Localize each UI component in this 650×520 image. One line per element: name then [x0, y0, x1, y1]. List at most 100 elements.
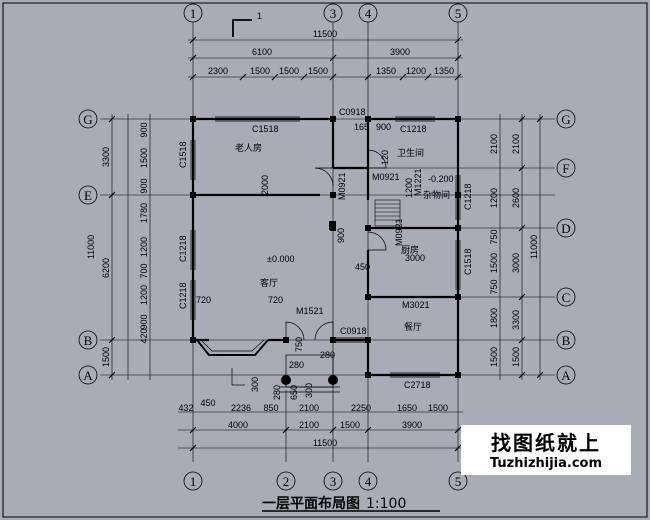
grid-lines [100, 22, 555, 462]
dim-right-750a: 750 [489, 229, 499, 244]
section-marker-label: 1 [257, 11, 262, 21]
dim-right-2600: 2600 [511, 188, 521, 208]
bottom-dimensions: 432 450 2236 850 2100 2250 1650 1500 400… [178, 398, 448, 448]
dim-720-right: 720 [268, 295, 283, 305]
bay-window-inner [200, 339, 265, 352]
axis-label-right-c: C [562, 290, 571, 305]
opening-c1218-right: C1218 [463, 183, 473, 210]
axis-label-top-5: 5 [455, 6, 462, 21]
opening-c1518-top: C1518 [252, 124, 279, 134]
axis-label-right-d: D [561, 221, 570, 236]
opening-c1518-right: C1518 [463, 248, 473, 275]
dim-top-1350a: 1350 [376, 66, 396, 76]
axis-label-left-a: A [83, 368, 93, 383]
opening-c0918-bottom: C0918 [340, 326, 367, 336]
drawing-scale: 1:100 [366, 496, 407, 512]
opening-m1221: M1221 [413, 168, 423, 196]
axis-label-right-g: G [561, 112, 570, 127]
doors [285, 149, 387, 341]
level-storage: -0.200 [428, 174, 454, 184]
dim-top-6100: 6100 [252, 47, 272, 57]
room-storage: 杂物间 [423, 189, 450, 201]
axis-label-left-e: E [84, 188, 92, 203]
watermark-chinese: 找图纸就上 [491, 431, 601, 455]
room-kitchen: 厨房 [401, 244, 419, 256]
watermark-badge: 找图纸就上 Tuzhizhijia.com [461, 425, 631, 475]
axis-label-bottom-3: 3 [330, 474, 337, 489]
dim-top-1500c: 1500 [308, 66, 328, 76]
dim-bot-1650: 1650 [397, 403, 417, 413]
dim-280-b: 280 [272, 385, 282, 400]
axis-label-top-3: 3 [330, 6, 337, 21]
porch-column-right [328, 375, 338, 385]
dim-bot-total: 11500 [313, 438, 337, 448]
dim-right-3000: 3000 [511, 253, 521, 273]
dim-left-3300: 3300 [101, 147, 111, 167]
dim-bot-2100b: 2100 [299, 420, 319, 430]
top-dimensions: 11500 6100 3900 2300 1500 1500 1500 1350… [208, 29, 454, 76]
axis-label-left-b: B [84, 333, 93, 348]
dim-300-b: 300 [304, 383, 314, 398]
opening-c1218-top: C1218 [400, 124, 427, 134]
room-labels: 老人房 卫生间 杂物间 厨房 客厅 餐厅 ±0.000 -0.200 [235, 142, 454, 333]
room-dining: 餐厅 [404, 321, 422, 333]
dim-bot-1500b: 1500 [340, 420, 360, 430]
entry-porch [231, 354, 340, 393]
watermark-url: Tuzhizhijia.com [489, 456, 603, 471]
dim-left-6200: 6200 [101, 258, 111, 278]
porch-column-left [281, 375, 291, 385]
dim-900-top: 900 [376, 122, 391, 132]
dim-right-1500: 1500 [511, 347, 521, 367]
dim-right-2100a: 2100 [511, 134, 521, 154]
dim-top-total: 11500 [313, 29, 337, 39]
dim-450: 450 [355, 262, 370, 272]
dim-left-1200b: 1200 [139, 285, 149, 305]
dim-bot-432: 432 [178, 403, 193, 413]
dim-left-900c: 900 [139, 314, 149, 329]
dimension-ticks [108, 36, 544, 452]
dim-bot-450: 450 [200, 398, 215, 408]
dim-top-1350b: 1350 [434, 66, 454, 76]
room-living: 客厅 [260, 277, 278, 289]
dim-left-1500: 1500 [101, 347, 111, 367]
dimension-lines [111, 39, 541, 449]
opening-c1518-left: C1518 [178, 141, 188, 168]
dim-650: 650 [289, 385, 299, 400]
dim-bot-850: 850 [263, 403, 278, 413]
axis-label-bottom-5: 5 [455, 474, 462, 489]
dim-left-700: 700 [139, 263, 149, 278]
dim-right-1200: 1200 [489, 188, 499, 208]
axis-label-right-b: B [562, 333, 571, 348]
drawing-title-text: 一层平面布局图 [262, 496, 360, 512]
dim-3000-kitchen: 3000 [405, 253, 425, 263]
dim-left-420: 420 [139, 328, 149, 343]
axis-label-right-a: A [561, 368, 571, 383]
opening-c2718: C2718 [404, 380, 431, 390]
room-bedroom: 老人房 [235, 142, 262, 154]
dim-top-1500a: 1500 [250, 66, 270, 76]
windows [190, 116, 461, 378]
columns [190, 116, 461, 378]
dim-left-1780: 1780 [139, 203, 149, 223]
opening-m0921-b: M0921 [372, 172, 400, 182]
grid-bubbles [78, 3, 576, 491]
axis-label-bottom-2: 2 [283, 474, 290, 489]
dim-300-a: 300 [250, 377, 260, 392]
opening-labels: C1518 C0918 C1218 C1518 M0921 M0921 M092… [178, 107, 473, 390]
axis-label-left-g: G [83, 112, 92, 127]
dim-left-total: 11000 [86, 235, 96, 259]
dim-top-1200: 1200 [406, 66, 426, 76]
dim-right-1500b: 1500 [489, 253, 499, 273]
dim-top-2300: 2300 [208, 66, 228, 76]
left-dimensions: 3300 6200 1500 11000 900 1500 900 1780 1… [86, 122, 149, 367]
opening-c0918-top: C0918 [339, 107, 366, 117]
bay-window [196, 339, 269, 356]
axis-label-right-f: F [562, 161, 569, 176]
dim-left-900b: 900 [139, 178, 149, 193]
dim-280-left: 280 [289, 360, 304, 370]
dim-right-2100b: 2100 [489, 134, 499, 154]
dim-bot-1500a: 1500 [428, 403, 448, 413]
